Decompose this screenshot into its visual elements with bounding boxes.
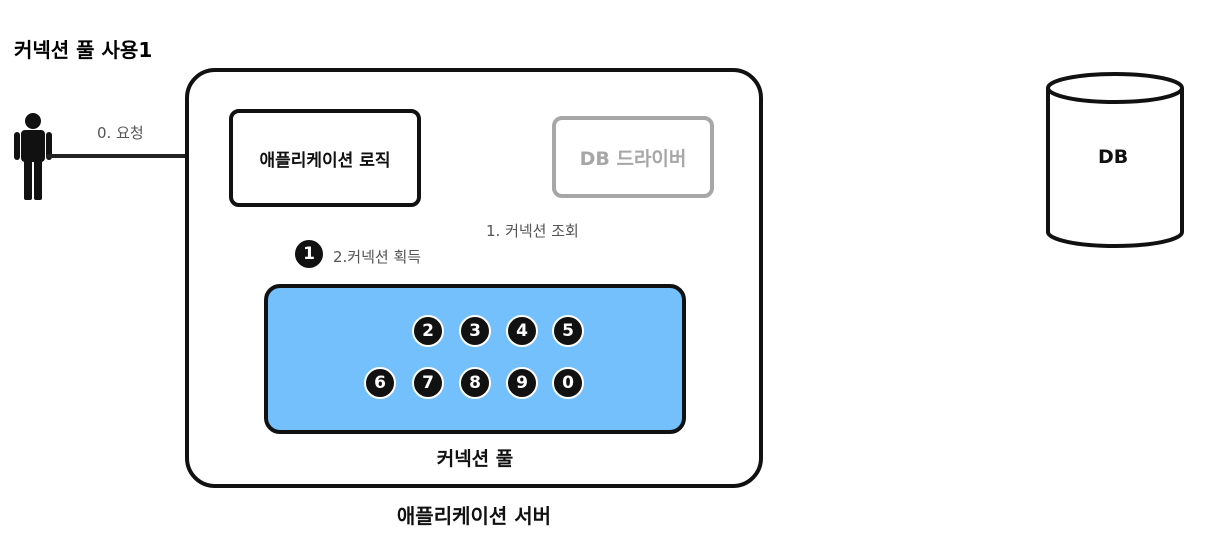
pool-connection: 8 — [459, 367, 491, 399]
db-driver-label: DB 드라이버 — [579, 147, 687, 170]
pool-connection: 3 — [459, 315, 491, 347]
pool-connection: 5 — [552, 315, 584, 347]
app-logic-box: 애플리케이션 로직 — [229, 109, 421, 207]
pool-connection: 7 — [412, 367, 444, 399]
acquired-connection-badge: 1 — [293, 238, 325, 270]
pool-connection: 2 — [412, 315, 444, 347]
pool-connection: 4 — [506, 315, 538, 347]
app-server-label: 애플리케이션 서버 — [396, 504, 552, 528]
acquire-label: 2.커넥션 획득 — [333, 248, 422, 266]
user-person-icon — [14, 113, 52, 200]
lookup-label: 1. 커넥션 조회 — [486, 222, 579, 240]
db-driver-box: DB 드라이버 — [552, 116, 714, 198]
app-logic-label: 애플리케이션 로직 — [259, 150, 391, 171]
page-title: 커넥션 풀 사용1 — [14, 38, 153, 62]
connection-pool-label: 커넥션 풀 — [436, 448, 514, 470]
connection-pool-box — [264, 284, 686, 434]
pool-connection: 0 — [552, 367, 584, 399]
pool-connection: 6 — [364, 367, 396, 399]
db-label: DB — [1098, 146, 1129, 168]
db-cylinder-icon — [1046, 72, 1184, 248]
request-label: 0. 요청 — [97, 124, 144, 142]
pool-connection: 9 — [506, 367, 538, 399]
